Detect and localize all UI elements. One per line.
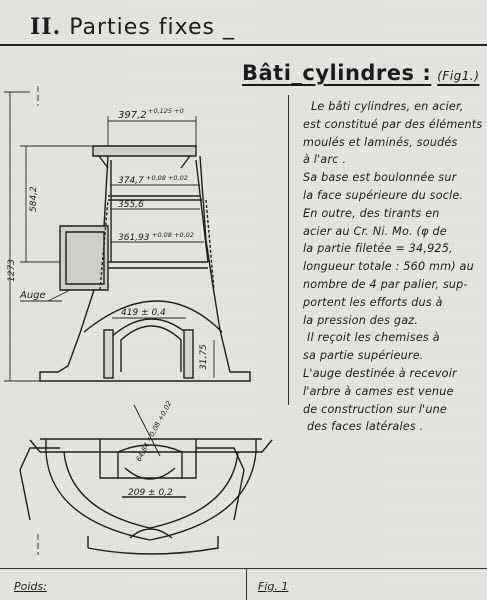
weight-label: Poids: [14,580,47,593]
body-line: à l'arc . [303,153,347,167]
dim-361: 361,93 [118,233,150,243]
footer-rule [0,568,487,569]
body-line: de construction sur l'une [303,402,447,416]
dim-1273: 1273 [7,259,17,282]
body-line: Il reçoit les chemises à [307,331,440,345]
body-line: moulés et laminés, soudés [303,135,458,149]
footer-divider [246,568,247,600]
body-line: sa partie supérieure. [303,349,424,363]
label-auge: Auge [19,290,46,301]
dim-top-width: 397,2 [118,110,147,121]
fig-reference: (Fig1.) [437,69,480,83]
body-paragraph: Le bâti cylindres, en acier, est constit… [303,98,487,436]
plan-view [19,404,273,555]
dim-361-tol: +0,08 +0,02 [152,231,194,239]
body-line: acier au Cr. Ni. Mo. (φ de [303,224,447,238]
body-line: la pression des gaz. [303,313,419,327]
body-line: des faces latérales . [307,420,424,434]
dim-diag: 64,84 +0,08 +0,02 [135,399,174,463]
dim-374-tol: +0,08 +0,02 [146,174,188,182]
body-line: En outre, des tirants en [303,206,440,220]
body-line: la face supérieure du socle. [303,188,464,202]
body-line: longueur totale : 560 mm) au [303,260,474,274]
dim-374: 374,7 [118,176,144,186]
body-line: Sa base est boulonnée sur [303,171,457,185]
body-line: L'auge destinée à recevoir [303,366,457,380]
body-line: est constitué par des éléments [303,117,483,131]
dim-3175: 31,75 [199,344,209,370]
dim-top-tol: +0,125 +0 [148,107,184,115]
subsection-heading: Bâti_cylindres : (Fig1.) [242,61,479,85]
dim-355: 355,6 [118,200,144,210]
section-title-text: Parties fixes _ [69,15,235,40]
dim-209: 209 ± 0,2 [128,488,173,498]
body-line: portent les efforts dus à [303,295,443,309]
text-column-rule [288,95,289,405]
section-number: II. [30,14,62,40]
figure-label: Fig. 1 [258,580,289,593]
body-line: la partie filetée = 34,925, [303,242,453,256]
body-line: nombre de 4 par palier, sup- [303,277,468,291]
title-rule [0,44,487,46]
elevation-view [39,145,251,382]
dim-419: 419 ± 0,4 [121,308,166,318]
dimension-lines [4,86,215,555]
body-line: Le bâti cylindres, en acier, [311,100,464,113]
dim-584: 584,2 [29,186,39,212]
subsection-heading-text: Bâti_cylindres : [242,61,432,85]
section-title: II. Parties fixes _ [30,14,235,40]
body-line: l'arbre à cames est venue [303,384,454,398]
